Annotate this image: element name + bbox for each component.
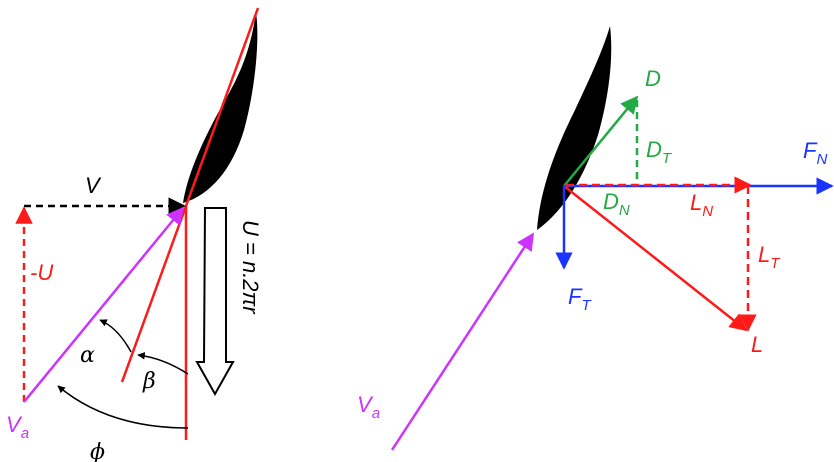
va-vector-right bbox=[390, 232, 535, 451]
chord-line-left bbox=[120, 7, 260, 383]
airfoil-left bbox=[183, 12, 258, 203]
drag-vector bbox=[563, 95, 639, 187]
dt-label: DT bbox=[646, 137, 673, 167]
v-label: V bbox=[85, 173, 102, 198]
va-label-right: Va bbox=[357, 392, 380, 422]
lt-label: LT bbox=[758, 242, 781, 272]
minus-u-label: -U bbox=[30, 260, 53, 285]
left-velocity-diagram: V -U U = n.2πr α β ϕ Va bbox=[6, 7, 263, 462]
airfoil-right bbox=[537, 26, 612, 230]
beta-label: β bbox=[142, 369, 156, 394]
ft-label: FT bbox=[568, 284, 592, 314]
ln-label: LN bbox=[690, 190, 713, 220]
phi-arc bbox=[57, 385, 189, 429]
u-formula-label: U = n.2πr bbox=[238, 220, 263, 315]
fn-label: FN bbox=[803, 138, 827, 168]
beta-arc bbox=[137, 352, 189, 375]
dn-label: DN bbox=[603, 189, 630, 219]
va-vector-left bbox=[23, 206, 185, 403]
l-label: L bbox=[751, 332, 763, 357]
alpha-label: α bbox=[80, 343, 95, 368]
d-label: D bbox=[645, 66, 661, 91]
lift-vector bbox=[563, 185, 748, 332]
phi-label: ϕ bbox=[90, 440, 105, 462]
right-force-diagram: D DT DN FN LN LT FT L Va bbox=[357, 26, 834, 451]
u-hollow-arrow bbox=[195, 207, 235, 397]
alpha-arc bbox=[99, 319, 132, 353]
va-label-left: Va bbox=[6, 412, 29, 442]
